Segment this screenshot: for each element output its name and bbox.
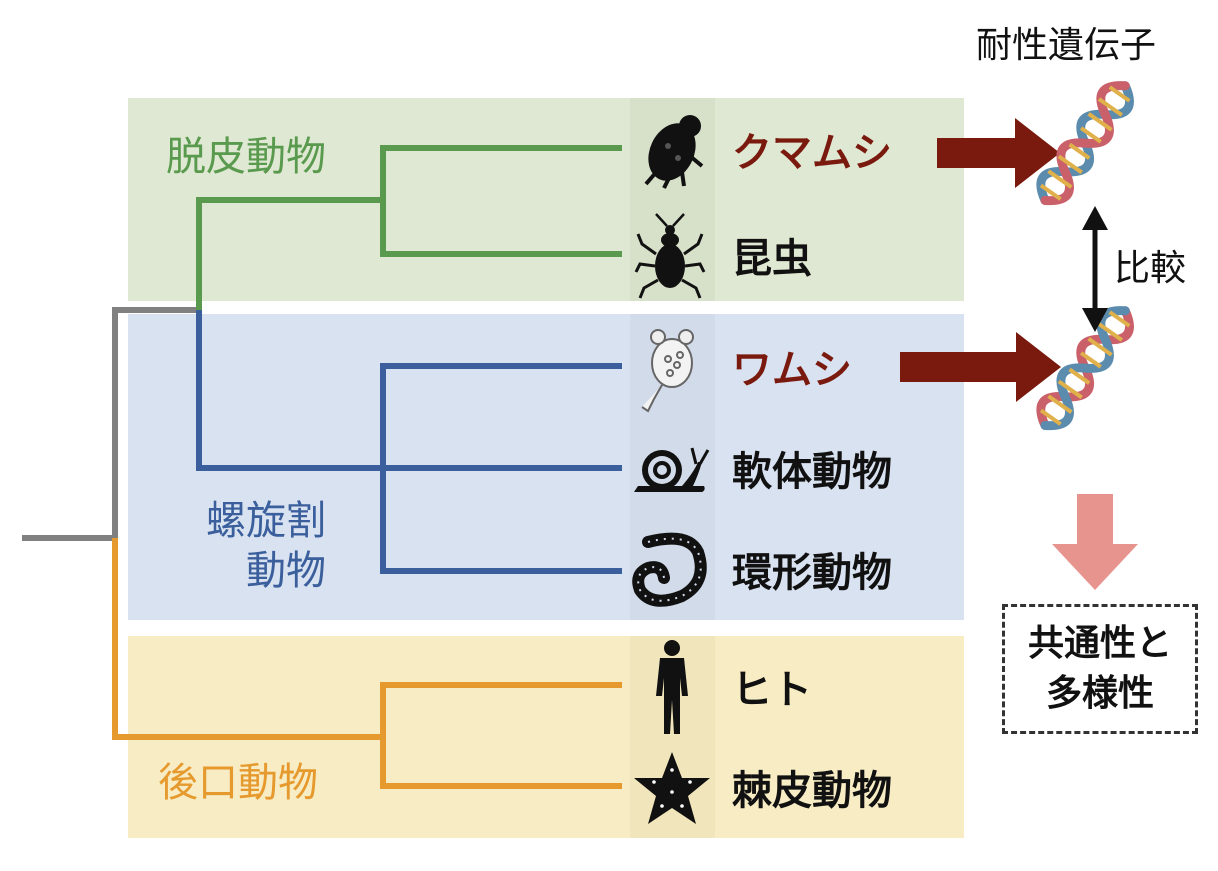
deuterostomia-label: 後口動物 [158,760,318,806]
starfish-icon [634,752,710,824]
taxon-label-mollusca: 軟体動物 [732,449,892,495]
gene-title: 耐性遺伝子 [976,25,1157,66]
ecdysozoa-branch [196,145,622,310]
deuterostomia-branch [112,538,622,789]
gene-arrow-1 [937,118,1060,188]
snail-icon [634,447,710,492]
root-branch [22,307,202,541]
taxon-label-rotifer: ワムシ [732,347,852,393]
dna-helix-icon-1 [1036,81,1134,206]
taxon-label-echinoderm: 棘皮動物 [732,768,892,814]
rotifer-icon [641,329,694,413]
result-line-1: 共通性と [1027,623,1172,664]
tardigrade-icon [644,115,704,189]
taxon-label-tardigrade: クマムシ [732,130,892,176]
result-box: 共通性と 多様性 [1002,604,1198,734]
spiralia-label-line1: 螺旋割 [206,498,326,544]
taxon-label-human: ヒト [732,667,812,713]
ecdysozoa-label: 脱皮動物 [166,134,326,180]
spiralia-branch [196,310,622,574]
taxon-label-insect: 昆虫 [732,236,812,282]
worm-icon [632,532,707,607]
gene-arrow-2 [900,332,1061,402]
spiralia-label-line2: 動物 [246,548,326,594]
human-icon [656,640,688,734]
compare-label: 比較 [1114,248,1187,289]
result-line-2: 多様性 [1045,673,1154,714]
dna-helix-icon-2 [1036,306,1134,431]
compare-arrow [1082,206,1108,332]
result-down-arrow [1052,494,1138,590]
taxon-label-annelida: 環形動物 [732,550,892,596]
insect-icon [634,213,706,299]
